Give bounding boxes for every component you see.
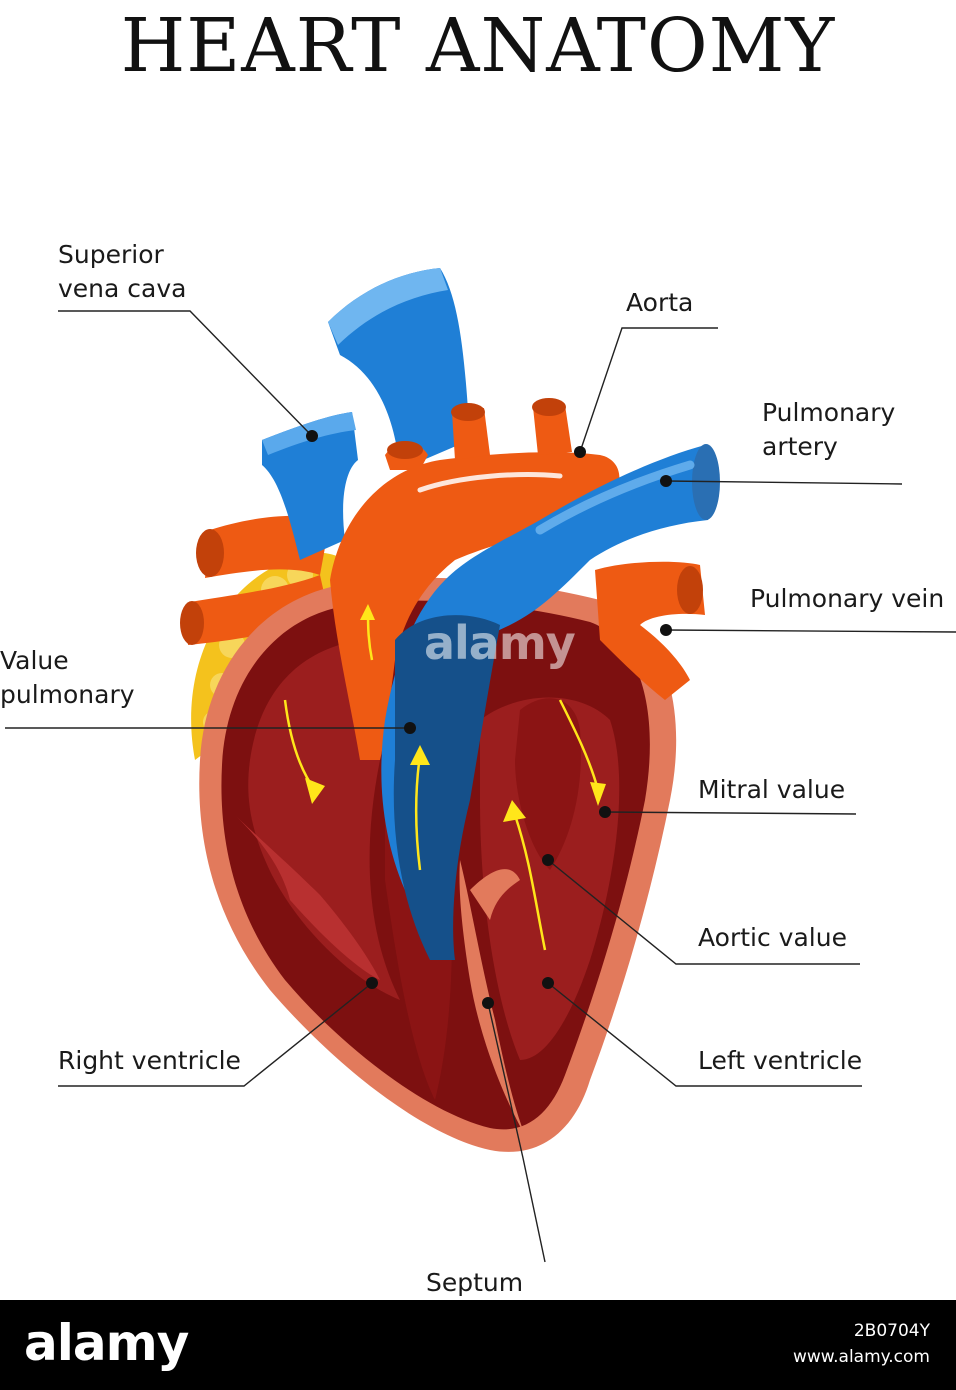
aorta-vessel xyxy=(330,452,620,760)
label-mitral-value: Mitral value xyxy=(698,775,846,804)
label-value-pulmonary: Value pulmonary xyxy=(0,646,135,709)
aorta-branch-3 xyxy=(532,398,566,416)
heart-diagram xyxy=(5,268,956,1263)
septum-wall xyxy=(459,860,525,1135)
pulmonary-valve-region xyxy=(393,615,500,960)
label-superior-vena-cava: Superior vena cava xyxy=(58,240,187,303)
leader-aortic-value xyxy=(547,859,860,965)
image-id: 2B0704Y xyxy=(853,1321,930,1341)
page-title: HEART ANATOMY xyxy=(120,3,836,89)
leader-dots xyxy=(306,430,672,1009)
flow-arrowheads xyxy=(305,604,606,822)
leader-pulmonary-vein xyxy=(665,629,956,633)
label-aortic-value: Aortic value xyxy=(698,923,847,952)
superior-vena-cava-vessel xyxy=(262,412,358,560)
label-septum: Septum xyxy=(426,1268,524,1297)
label-aorta: Aorta xyxy=(626,288,694,317)
label-left-ventricle: Left ventricle xyxy=(698,1046,863,1075)
alamy-logo: alamy xyxy=(24,1314,189,1372)
label-pulmonary-vein: Pulmonary vein xyxy=(750,584,945,613)
aorta-branch-2 xyxy=(451,403,485,421)
leader-left-ventricle xyxy=(547,982,862,1087)
leader-septum xyxy=(487,1002,546,1263)
footer-bar: alamy 2B0704Y www.alamy.com xyxy=(0,1300,956,1390)
aorta-branch-1 xyxy=(387,441,423,459)
leader-lines xyxy=(5,310,956,1263)
leader-pulmonary-artery xyxy=(665,480,903,485)
label-right-ventricle: Right ventricle xyxy=(58,1046,241,1075)
watermark: alamy xyxy=(424,616,576,670)
site-url: www.alamy.com xyxy=(792,1347,930,1367)
leader-mitral-value xyxy=(604,811,857,815)
leader-aorta xyxy=(579,327,718,453)
label-pulmonary-artery: Pulmonary artery xyxy=(762,398,896,461)
pulmonary-artery-vessel xyxy=(381,445,717,920)
leader-superior-vena-cava xyxy=(58,310,313,437)
stock-info: 2B0704Y www.alamy.com xyxy=(793,1318,930,1370)
leader-right-ventricle xyxy=(58,982,373,1087)
left-ventricle-chamber xyxy=(480,697,620,1060)
